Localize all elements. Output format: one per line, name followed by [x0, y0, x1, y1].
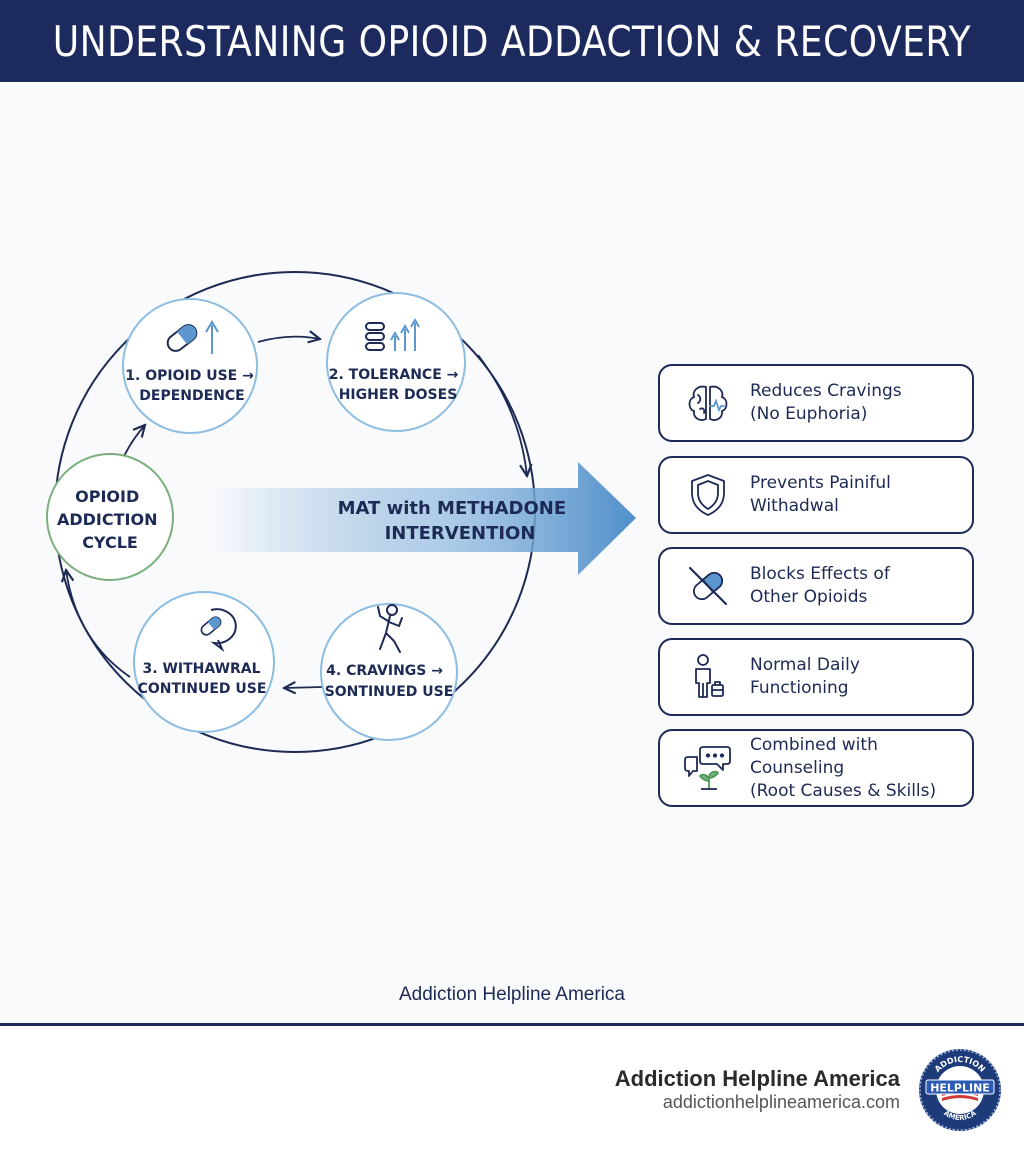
- pill-speech-bubble-icon: [200, 608, 237, 653]
- arrow-stage1-to-stage2: [257, 337, 320, 342]
- cycle-center-label: OPIOID ADDICTION CYCLE: [57, 487, 163, 552]
- footer-divider: [0, 1023, 1024, 1026]
- shield-icon: [680, 467, 736, 523]
- stage-3-line-1: 3. WITHAWRAL: [143, 661, 261, 677]
- benefit-card-counseling: Combined with Counseling (Root Causes & …: [658, 729, 974, 807]
- benefit-label: Prevents Painiful Withadwal: [750, 473, 891, 516]
- logo-ring-bottom: AMERICA: [942, 1109, 978, 1122]
- stage-1-line-1: 1. OPIOID USE →: [125, 368, 254, 384]
- stacked-pills-up-arrows-icon: [365, 317, 420, 351]
- stage-4-node: 4. CRAVINGS → SONTINUED USE: [320, 603, 458, 741]
- stage-2-line-2: HIGHER DOSES: [339, 387, 458, 403]
- stage-1-line-2: DEPENDENCE: [139, 388, 244, 404]
- center-line-1: OPIOID: [75, 487, 139, 506]
- person-with-briefcase-icon: [680, 649, 736, 705]
- stage-1-node: 1. OPIOID USE → DEPENDENCE: [122, 298, 258, 434]
- benefit-card-reduces-cravings: Reduces Cravings (No Euphoria): [658, 364, 974, 442]
- logo-banner-text: HELPLINE: [930, 1082, 990, 1095]
- footer: Addiction Helpline America addictionhelp…: [0, 1026, 1024, 1154]
- pill-up-arrow-icon: [166, 320, 219, 354]
- intervention-label: MAT with METHADONE INTERVENTION: [338, 498, 573, 544]
- stage-2-label: 2. TOLERANCE → HIGHER DOSES: [329, 367, 464, 403]
- arrow-stage3-to-center: [66, 570, 131, 678]
- footer-org-name: Addiction Helpline America: [614, 1066, 900, 1091]
- arrow-stage4-to-stage3: [284, 687, 323, 688]
- intervention-line-1: MAT with METHADONE: [338, 498, 567, 519]
- intervention-line-2: INTERVENTION: [385, 523, 536, 544]
- page-title: UNDERSTANING OPIOID ADDACTION & RECOVERY: [52, 16, 972, 66]
- chat-bubbles-sprout-icon: [680, 740, 736, 796]
- stage-2-line-1: 2. TOLERANCE →: [329, 367, 459, 383]
- distressed-person-icon: [377, 604, 403, 653]
- helpline-logo: HELPLINE ADDICTION AMERICA: [919, 1049, 1001, 1131]
- benefit-card-normal-functioning: Normal Daily Functioning: [658, 638, 974, 716]
- footer-website-link[interactable]: addictionhelplineamerica.com: [662, 1092, 900, 1112]
- credit-text: Addiction Helpline America: [398, 984, 625, 1005]
- benefit-label: Normal Daily Functioning: [750, 655, 860, 698]
- benefit-card-prevents-withdrawal: Prevents Painiful Withadwal: [658, 456, 974, 534]
- benefit-label: Combined with Counseling (Root Causes & …: [750, 734, 937, 801]
- stage-3-node: 3. WITHAWRAL CONTINUED USE: [133, 591, 275, 733]
- stage-4-line-1: 4. CRAVINGS →: [326, 663, 443, 679]
- cycle-center-node: OPIOID ADDICTION CYCLE: [46, 453, 174, 581]
- benefit-card-blocks-effects: Blocks Effects of Other Opioids: [658, 547, 974, 625]
- cycle-diagram: MAT with METHADONE INTERVENTION OPIOID A…: [46, 271, 636, 753]
- brain-icon: [680, 375, 736, 431]
- stage-3-line-2: CONTINUED USE: [138, 681, 267, 697]
- stage-1-label: 1. OPIOID USE → DEPENDENCE: [125, 368, 258, 404]
- center-line-2: ADDICTION: [57, 510, 158, 529]
- title-bar: UNDERSTANING OPIOID ADDACTION & RECOVERY: [0, 0, 1024, 82]
- arrow-stage2-down: [477, 354, 527, 476]
- benefit-label: Blocks Effects of Other Opioids: [750, 564, 890, 607]
- intervention-arrow: [210, 462, 636, 575]
- benefit-label: Reduces Cravings (No Euphoria): [750, 381, 902, 424]
- stage-4-label: 4. CRAVINGS → SONTINUED USE: [325, 663, 454, 700]
- crossed-pill-icon: [680, 558, 736, 614]
- stage-4-line-2: SONTINUED USE: [325, 684, 454, 700]
- stage-2-node: 2. TOLERANCE → HIGHER DOSES: [326, 292, 466, 432]
- center-line-3: CYCLE: [82, 533, 138, 552]
- stage-3-label: 3. WITHAWRAL CONTINUED USE: [138, 661, 267, 697]
